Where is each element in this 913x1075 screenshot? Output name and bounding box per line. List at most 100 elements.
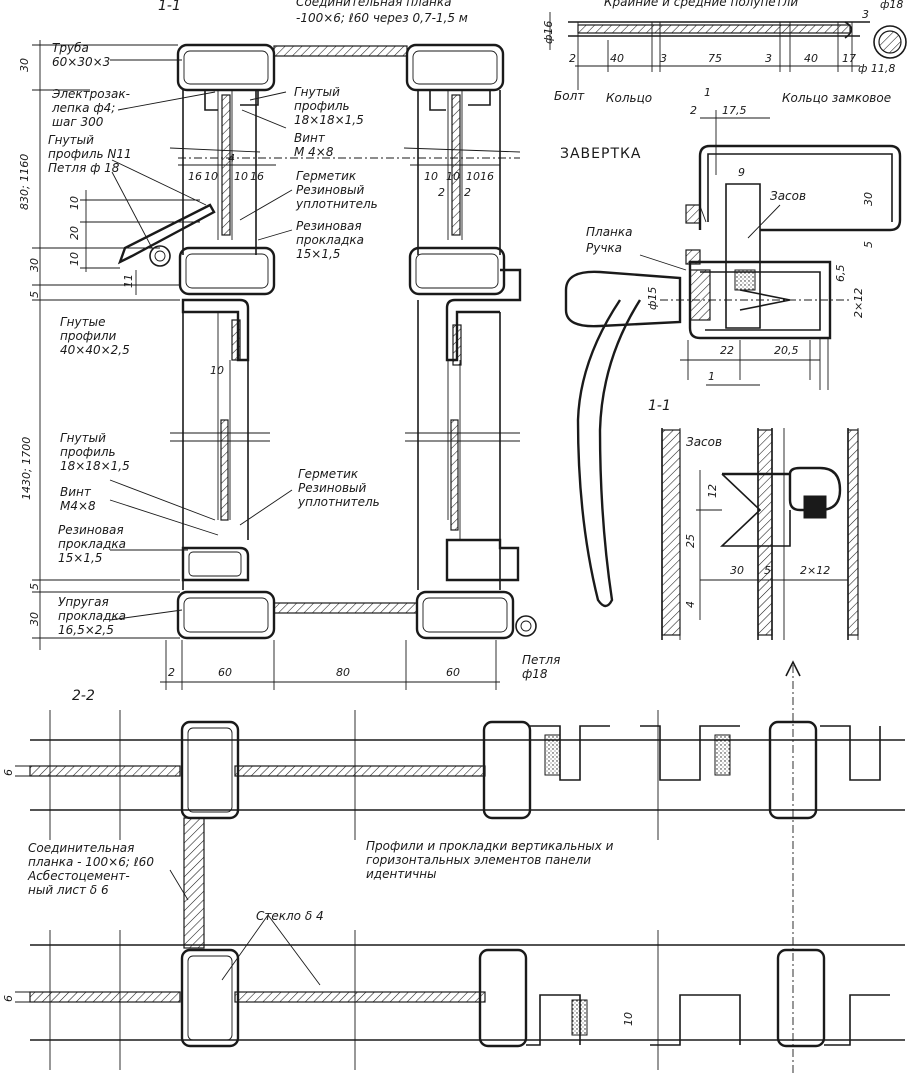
handle-grip — [564, 270, 682, 328]
label-elastic-3: 16,5×2,5 — [58, 623, 114, 637]
dim-10a: 10 — [204, 170, 218, 183]
22-upper-left-pipe — [180, 720, 240, 820]
label-sealant-top: Герметик — [296, 169, 357, 183]
dim-lock-9: 9 — [738, 166, 745, 179]
label-top-plank-2: -100×6; ℓ60 через 0,7-1,5 м — [296, 11, 468, 25]
dim-20: 20 — [68, 226, 81, 240]
label-rod-title: Крайние и средние полупетли — [604, 0, 798, 9]
label-handle: Ручка — [586, 241, 622, 255]
loop-bottom — [515, 615, 537, 637]
label-pipe: Труба — [52, 41, 89, 55]
section-1-1-small — [661, 428, 859, 640]
section-label-1-1-mid: 1-1 — [648, 398, 671, 414]
label-bentprof-low: Гнутый — [60, 431, 106, 445]
mid-right-pipe — [408, 246, 506, 296]
dim-s11-4: 4 — [684, 601, 697, 608]
label-rubber-pad-low-3: 15×1,5 — [58, 551, 102, 565]
label-elastic-2: прокладка — [58, 609, 126, 623]
label-bentprof-low-3: 18×18×1,5 — [60, 459, 130, 473]
dim-s11-2x12: 2×12 — [800, 564, 830, 577]
dim-10b: 10 — [68, 252, 81, 266]
dim-lock-17-5: 17,5 — [722, 104, 747, 117]
label-rubber-pad-low: Резиновая — [58, 523, 124, 537]
dim-16b: 16 — [250, 170, 264, 183]
label-latch: Засов — [770, 189, 806, 203]
top-right-pipe — [405, 43, 505, 92]
dim-lock-5: 5 — [862, 241, 875, 248]
label-screw-top-2: М 4×8 — [294, 145, 334, 159]
label-rubber-pad-top-2: прокладка — [296, 233, 364, 247]
label-ring-lock: Кольцо замковое — [782, 91, 891, 105]
title-zavertka: ЗАВЕРТКА — [560, 146, 642, 162]
dim-10d: 10 — [446, 170, 460, 183]
dim-30b: 30 — [28, 258, 41, 272]
label-bent11: Гнутый — [48, 133, 94, 147]
section-label-1-1-top: 1-1 — [158, 0, 181, 14]
dim-11: 11 — [122, 274, 135, 288]
dim-lock-2: 2 — [690, 104, 697, 117]
label-screw-top: Винт — [294, 131, 326, 145]
latch-frame-pipe — [698, 144, 902, 232]
small-latch-bolt — [722, 466, 842, 512]
label-bent11-2: профиль N11 — [48, 147, 132, 161]
top-connecting-plank — [273, 45, 408, 57]
dim-22-6a: 6 — [2, 769, 15, 776]
label-electro-2: лепка ф4; — [51, 101, 115, 115]
dim-22-10: 10 — [622, 1012, 635, 1026]
dim-rod-3b: 3 — [765, 52, 772, 65]
dim-30a: 30 — [18, 58, 31, 72]
label-glass: Стекло δ 4 — [256, 909, 324, 923]
label-asbestos-2: ный лист δ 6 — [28, 883, 109, 897]
dim-30c: 30 — [28, 612, 41, 626]
half-loop-rod — [549, 12, 907, 90]
section-2-2 — [15, 660, 905, 1075]
label-rubber-seal-top: Резиновый — [296, 183, 365, 197]
latch-detail — [564, 110, 902, 608]
label-rubber-seal-low-2: уплотнитель — [297, 495, 380, 509]
22-connecting-plank — [183, 817, 205, 949]
dim-s11-12: 12 — [706, 484, 719, 498]
label-sealant-low: Герметик — [298, 467, 359, 481]
label-electro: Электрозак- — [51, 87, 130, 101]
section-arrow-1b: 1 — [708, 370, 715, 383]
dim-60b: 60 — [446, 666, 460, 679]
dim-rod-17: 17 — [842, 52, 856, 65]
label-screw-low-2: М4×8 — [60, 499, 96, 513]
dim-2y: 2 — [464, 186, 471, 199]
dim-60a: 60 — [218, 666, 232, 679]
dim-2x: 2 — [438, 186, 445, 199]
mid-left-pipe — [178, 246, 276, 296]
label-bent40-2: профили — [60, 329, 117, 343]
bottom-left-pipe — [176, 590, 276, 640]
dim-4: 4 — [228, 152, 235, 165]
label-plank-bottom-2: планка - 100×6; ℓ60 — [28, 855, 154, 869]
label-elastic: Упругая — [58, 595, 109, 609]
dim-rod-75: 75 — [708, 52, 722, 65]
section-arrow-1a: 1 — [704, 86, 711, 99]
label-bent40-3: 40×40×2,5 — [60, 343, 130, 357]
dim-10f: 10 — [210, 364, 224, 377]
label-note-3: идентичны — [366, 867, 437, 881]
bottom-connecting-plank — [273, 602, 418, 614]
label-rubber-pad-low-2: прокладка — [58, 537, 126, 551]
loop-top — [149, 245, 171, 267]
dim-rod-40b: 40 — [804, 52, 818, 65]
label-electro-3: шаг 300 — [52, 115, 104, 129]
label-pipe-2: 60×30×3 — [52, 55, 110, 69]
dim-lock-6-5: 6,5 — [834, 265, 847, 283]
label-rubber-seal-top-2: уплотнитель — [295, 197, 378, 211]
dim-rod-40a: 40 — [610, 52, 624, 65]
dim-5a: 5 — [28, 291, 41, 298]
dim-lock-2x12: 2×12 — [852, 288, 865, 318]
dim-10c: 10 — [424, 170, 438, 183]
dim-80: 80 — [336, 666, 350, 679]
label-note: Профили и прокладки вертикальных и — [366, 839, 614, 853]
dim-lock-30: 30 — [862, 192, 875, 206]
dim-rod-3c: 3 — [862, 8, 869, 21]
text-layer: 1-1 Соединительная планка -100×6; ℓ60 че… — [2, 0, 903, 1026]
label-note-2: горизонтальных элементов панели — [366, 853, 591, 867]
label-top-plank: Соединительная планка — [296, 0, 452, 9]
label-rubber-pad-top: Резиновая — [296, 219, 362, 233]
22-lower-left-pipe — [180, 948, 240, 1048]
